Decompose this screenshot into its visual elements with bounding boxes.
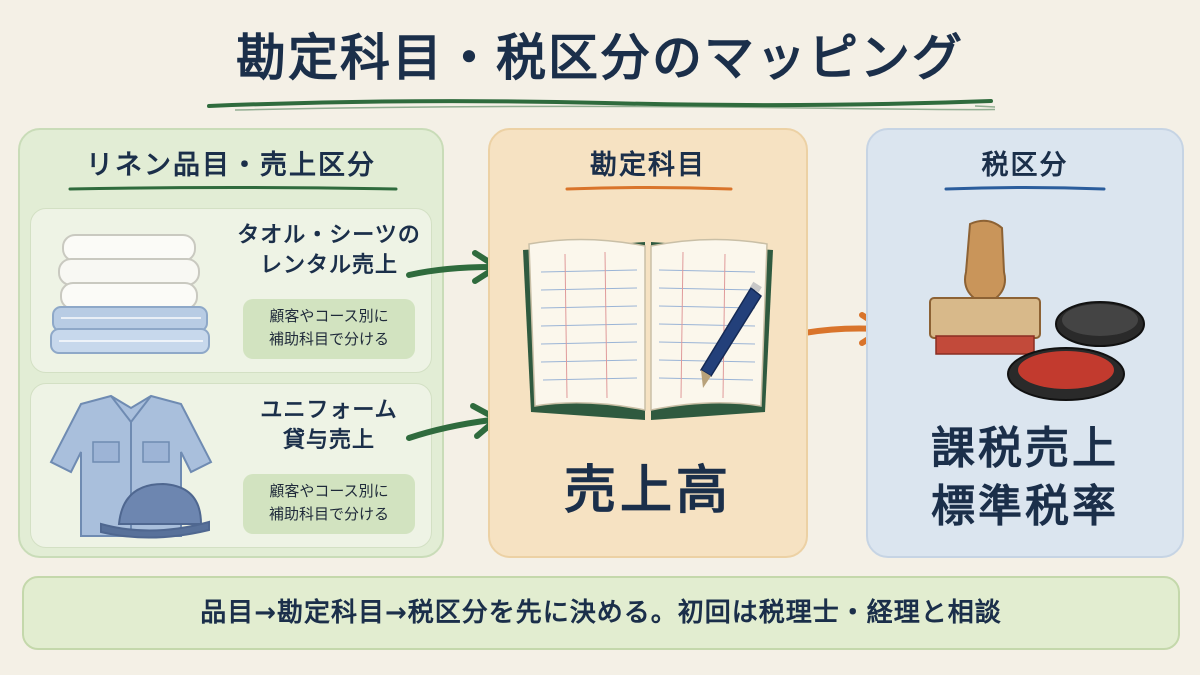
linen-item-towel-sheet: タオル・シーツの レンタル売上 顧客やコース別に 補助科目で分ける	[30, 208, 432, 373]
linen-item-title: ユニフォーム 貸与売上	[260, 398, 398, 453]
tax-heading: 税区分	[981, 150, 1069, 181]
footer-note: 品目→勘定科目→税区分を先に決める。初回は税理士・経理と相談	[22, 576, 1180, 650]
tax-category-line-2: 標準税率	[931, 481, 1119, 532]
linen-item-note: 顧客やコース別に 補助科目で分ける	[243, 299, 415, 359]
towel-stack-icon	[50, 234, 210, 354]
linen-heading: リネン品目・売上区分	[86, 150, 376, 181]
linen-heading-underline	[68, 186, 398, 191]
pen-icon	[699, 281, 762, 388]
linen-item-uniform: ユニフォーム 貸与売上 顧客やコース別に 補助科目で分ける	[30, 383, 432, 548]
account-heading: 勘定科目	[590, 150, 706, 181]
uniform-shirt-icon	[49, 394, 213, 539]
account-heading-underline	[565, 186, 733, 191]
tax-category-line-1: 課税売上	[931, 423, 1119, 474]
cap-icon	[100, 482, 210, 539]
ledger-book-icon	[523, 238, 773, 420]
title-underline	[207, 99, 995, 111]
page-title: 勘定科目・税区分のマッピング	[236, 29, 964, 87]
ink-pad-icon	[1007, 301, 1145, 401]
linen-item-title: タオル・シーツの レンタル売上	[237, 223, 421, 278]
linen-item-note: 顧客やコース別に 補助科目で分ける	[243, 474, 415, 534]
tax-heading-underline	[944, 186, 1106, 191]
account-value: 売上高	[563, 461, 732, 521]
stamp-icon	[929, 219, 1145, 401]
